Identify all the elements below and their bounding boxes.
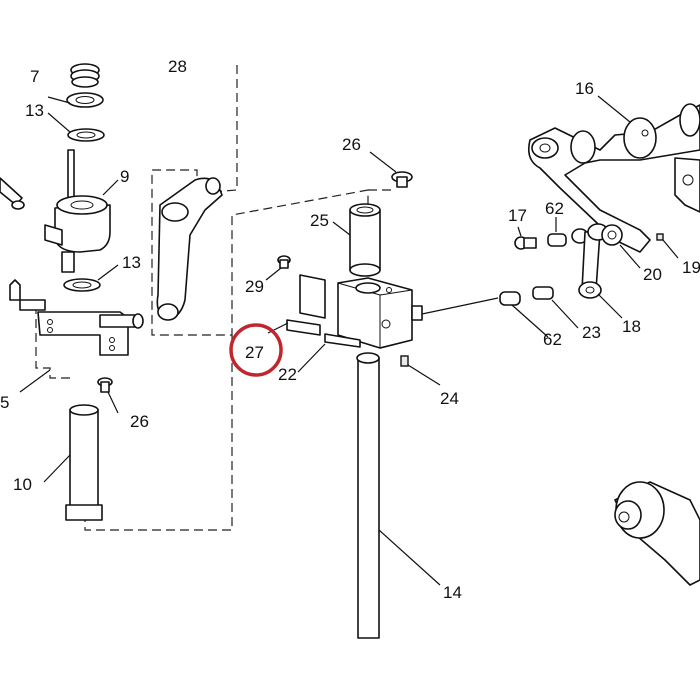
callout-29: 29 (245, 277, 264, 296)
bracket-part-5 (9, 279, 144, 356)
flange-part-lower-right (614, 481, 700, 586)
screw-part-29 (277, 255, 291, 269)
crank-arm-part-28 (156, 177, 223, 321)
pin-part-23 (532, 286, 554, 300)
callout-13-upper: 13 (25, 101, 44, 120)
washer-part-13-lower (63, 278, 101, 292)
callout-17: 17 (508, 206, 527, 225)
guide-part-27 (286, 274, 326, 336)
callout-9: 9 (120, 167, 129, 186)
screw-part-17 (514, 236, 537, 250)
tension-body-part-9 (44, 149, 111, 273)
setscrew-part-19 (656, 233, 664, 241)
left-shaft-stub (0, 177, 25, 210)
callout-16: 16 (575, 79, 594, 98)
washer-part-20 (601, 224, 623, 246)
lever-arm-part-16 (527, 103, 700, 253)
callout-10: 10 (13, 475, 32, 494)
callout-28: 28 (168, 57, 187, 76)
callout-62-upper: 62 (545, 199, 564, 218)
bushing-part-25 (349, 203, 381, 277)
pin-part-62-lower (499, 291, 521, 306)
callout-25: 25 (310, 211, 329, 230)
callout-labels: 7 28 13 9 13 5 26 10 26 25 29 27 22 24 1… (0, 57, 700, 602)
shaft-part-14 (356, 352, 380, 639)
callout-18: 18 (622, 317, 641, 336)
callout-19: 19 (682, 258, 700, 277)
callout-62-lower: 62 (543, 330, 562, 349)
pin-part-62-upper (547, 233, 567, 247)
callout-24: 24 (440, 389, 459, 408)
callout-26-left: 26 (130, 412, 149, 431)
callout-23: 23 (582, 323, 601, 342)
callout-14: 14 (443, 583, 462, 602)
screw-part-26-left (97, 377, 113, 393)
leader-lines (19, 95, 679, 586)
callout-7: 7 (30, 67, 39, 86)
callout-26-top: 26 (342, 135, 361, 154)
sleeve-part-10 (65, 404, 103, 521)
washer-part-13-upper (67, 128, 105, 142)
block-part-22 (324, 277, 423, 349)
screw-part-26-top (391, 171, 413, 188)
callout-22: 22 (278, 365, 297, 384)
setscrew-part-24 (400, 355, 409, 367)
callout-27: 27 (245, 343, 264, 362)
callout-13-lower: 13 (122, 253, 141, 272)
callout-20: 20 (643, 265, 662, 284)
spring-part-7 (66, 63, 104, 108)
bracket-part-19 (674, 157, 700, 213)
callout-5: 5 (0, 393, 9, 412)
highlight-circle-part-27 (229, 323, 283, 377)
